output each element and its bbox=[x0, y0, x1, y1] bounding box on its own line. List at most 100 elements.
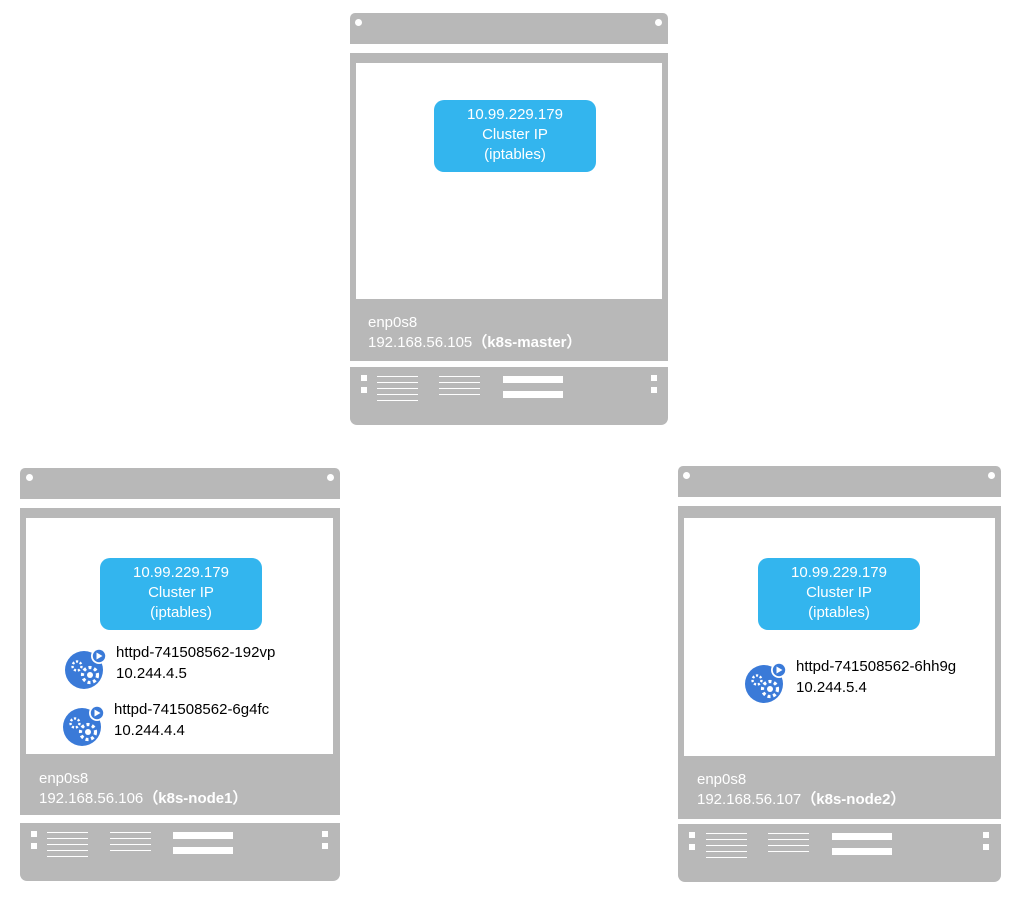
drive-bay bbox=[503, 376, 563, 383]
host-name: （k8s-node2） bbox=[801, 791, 906, 808]
panel-vent bbox=[377, 400, 418, 401]
pod-name: httpd-741508562-6g4fc bbox=[114, 701, 270, 718]
host-address: 192.168.56.105（k8s-master） bbox=[368, 333, 582, 353]
cluster-ip-mode: (iptables) bbox=[150, 604, 212, 621]
panel-led bbox=[651, 387, 657, 393]
panel-vent bbox=[47, 856, 88, 857]
interface-name: enp0s8 bbox=[39, 770, 89, 787]
server-bottom-panel bbox=[350, 367, 668, 425]
panel-led bbox=[983, 844, 989, 850]
host-ip: 192.168.56.107 bbox=[697, 791, 802, 808]
server-top-bar bbox=[350, 13, 668, 44]
panel-vent bbox=[706, 845, 747, 846]
pod-gear-play-icon bbox=[63, 705, 105, 746]
server-body: 10.99.229.179 Cluster IP (iptables) http… bbox=[678, 506, 1001, 819]
server-screen: 10.99.229.179 Cluster IP (iptables) http… bbox=[684, 518, 995, 756]
panel-vent bbox=[377, 394, 418, 395]
server-body: 10.99.229.179 Cluster IP (iptables) http… bbox=[20, 508, 340, 815]
interface-name: enp0s8 bbox=[697, 771, 747, 788]
panel-vent bbox=[377, 388, 418, 389]
pod-name: httpd-741508562-192vp bbox=[116, 644, 276, 661]
panel-vent bbox=[439, 388, 480, 389]
panel-led bbox=[31, 843, 37, 849]
panel-vent bbox=[377, 376, 418, 377]
server-info: enp0s8 192.168.56.106（k8s-node1） bbox=[39, 769, 247, 809]
cluster-ip-address: 10.99.229.179 bbox=[133, 564, 229, 581]
panel-vent bbox=[47, 838, 88, 839]
cluster-ip-box: 10.99.229.179 Cluster IP (iptables) bbox=[434, 100, 596, 172]
panel-led bbox=[31, 831, 37, 837]
panel-led bbox=[983, 832, 989, 838]
pod-ip: 10.244.4.5 bbox=[116, 665, 187, 682]
panel-vent bbox=[768, 839, 809, 840]
screw-dot bbox=[355, 19, 362, 26]
panel-led bbox=[361, 387, 367, 393]
cluster-ip-address: 10.99.229.179 bbox=[467, 106, 563, 123]
host-ip: 192.168.56.105 bbox=[368, 334, 473, 351]
drive-bay bbox=[503, 391, 563, 398]
cluster-ip-mode: (iptables) bbox=[808, 604, 870, 621]
drive-bay bbox=[173, 832, 233, 839]
interface-name: enp0s8 bbox=[368, 314, 418, 331]
pod-ip: 10.244.4.4 bbox=[114, 722, 185, 739]
cluster-ip-label: Cluster IP bbox=[148, 584, 214, 601]
cluster-ip-box: 10.99.229.179 Cluster IP (iptables) bbox=[758, 558, 920, 630]
server-k8s-master: 10.99.229.179 Cluster IP (iptables) enp0… bbox=[350, 13, 668, 425]
panel-vent bbox=[110, 844, 151, 845]
host-ip: 192.168.56.106 bbox=[39, 790, 144, 807]
drive-bay bbox=[832, 833, 892, 840]
panel-vent bbox=[110, 838, 151, 839]
panel-vent bbox=[439, 376, 480, 377]
server-screen: 10.99.229.179 Cluster IP (iptables) bbox=[356, 63, 662, 299]
screw-dot bbox=[988, 472, 995, 479]
server-k8s-node1: 10.99.229.179 Cluster IP (iptables) http… bbox=[20, 468, 340, 881]
pod-ip: 10.244.5.4 bbox=[796, 679, 867, 696]
cluster-ip-address: 10.99.229.179 bbox=[791, 564, 887, 581]
panel-vent bbox=[768, 851, 809, 852]
panel-vent bbox=[47, 850, 88, 851]
pod-text: httpd-741508562-192vp 10.244.4.5 bbox=[116, 642, 275, 684]
panel-vent bbox=[110, 850, 151, 851]
cluster-ip-label: Cluster IP bbox=[482, 126, 548, 143]
screw-dot bbox=[327, 474, 334, 481]
screw-dot bbox=[655, 19, 662, 26]
panel-led bbox=[689, 832, 695, 838]
pod-gear-play-icon bbox=[745, 662, 787, 703]
panel-led bbox=[361, 375, 367, 381]
server-top-bar bbox=[678, 466, 1001, 497]
screw-dot bbox=[683, 472, 690, 479]
drive-bay bbox=[173, 847, 233, 854]
server-screen: 10.99.229.179 Cluster IP (iptables) http… bbox=[26, 518, 333, 754]
panel-vent bbox=[47, 832, 88, 833]
server-body: 10.99.229.179 Cluster IP (iptables) enp0… bbox=[350, 53, 668, 361]
pod-name: httpd-741508562-6hh9g bbox=[796, 658, 957, 675]
panel-led bbox=[322, 831, 328, 837]
server-bottom-panel bbox=[678, 824, 1001, 882]
panel-vent bbox=[706, 839, 747, 840]
host-address: 192.168.56.106（k8s-node1） bbox=[39, 789, 247, 809]
panel-led bbox=[322, 843, 328, 849]
panel-led bbox=[651, 375, 657, 381]
panel-vent bbox=[377, 382, 418, 383]
panel-vent bbox=[439, 382, 480, 383]
server-top-bar bbox=[20, 468, 340, 499]
pod-gear-play-icon bbox=[65, 648, 107, 689]
server-info: enp0s8 192.168.56.107（k8s-node2） bbox=[697, 770, 905, 810]
host-name: （k8s-master） bbox=[472, 334, 582, 351]
server-info: enp0s8 192.168.56.105（k8s-master） bbox=[368, 313, 582, 353]
server-k8s-node2: 10.99.229.179 Cluster IP (iptables) http… bbox=[678, 466, 1001, 882]
host-name: （k8s-node1） bbox=[143, 790, 248, 807]
panel-vent bbox=[706, 851, 747, 852]
pod-text: httpd-741508562-6hh9g 10.244.5.4 bbox=[796, 656, 956, 698]
screw-dot bbox=[26, 474, 33, 481]
panel-vent bbox=[706, 833, 747, 834]
panel-vent bbox=[110, 832, 151, 833]
panel-led bbox=[689, 844, 695, 850]
pod-text: httpd-741508562-6g4fc 10.244.4.4 bbox=[114, 699, 269, 741]
cluster-ip-box: 10.99.229.179 Cluster IP (iptables) bbox=[100, 558, 262, 630]
panel-vent bbox=[439, 394, 480, 395]
cluster-ip-label: Cluster IP bbox=[806, 584, 872, 601]
panel-vent bbox=[768, 845, 809, 846]
panel-vent bbox=[706, 857, 747, 858]
host-address: 192.168.56.107（k8s-node2） bbox=[697, 790, 905, 810]
